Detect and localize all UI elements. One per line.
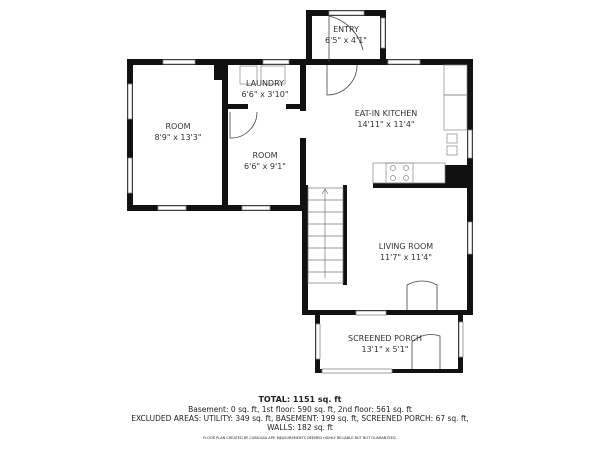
walls: [127, 10, 473, 373]
room-left: ROOM 8'9" x 13'3": [154, 121, 201, 143]
stairs: [307, 187, 344, 284]
floor-areas: Basement: 0 sq. ft, 1st floor: 590 sq. f…: [188, 405, 412, 414]
room-laundry: LAUNDRY 6'6" x 3'10": [241, 78, 288, 100]
doors: [229, 15, 441, 369]
room-size: 6'6" x 9'1": [244, 162, 286, 171]
room-name: LIVING ROOM: [378, 242, 434, 251]
room-size: 11'7" x 11'4": [379, 253, 433, 262]
room-size: 6'6" x 3'10": [241, 90, 289, 99]
room-entry: ENTRY 6'5" x 4'1": [325, 24, 367, 46]
kitchen-fixtures: [239, 64, 468, 184]
room-middle: ROOM 6'6" x 9'1": [244, 150, 286, 172]
walls-area: WALLS: 182 sq. ft: [267, 423, 333, 432]
disclaimer: FLOOR PLAN CREATED BY CUBICASA APP. MEAS…: [203, 436, 397, 440]
windows: [127, 10, 473, 374]
room-kitchen: EAT-IN KITCHEN 14'11" x 11'4": [355, 108, 418, 130]
room-name: ROOM: [252, 151, 278, 160]
room-name: ENTRY: [333, 25, 359, 34]
room-living: LIVING ROOM 11'7" x 11'4": [379, 241, 433, 263]
room-size: 8'9" x 13'3": [154, 133, 202, 142]
excluded-areas: EXCLUDED AREAS: UTILITY: 349 sq. ft, BAS…: [131, 414, 469, 423]
room-size: 13'1" x 5'1": [361, 345, 409, 354]
room-name: ROOM: [165, 122, 191, 131]
room-porch: SCREENED PORCH 13'1" x 5'1": [348, 333, 422, 355]
room-name: LAUNDRY: [245, 79, 285, 88]
total-area: TOTAL: 1151 sq. ft: [258, 395, 342, 404]
room-name: EAT-IN KITCHEN: [354, 109, 418, 118]
room-size: 6'5" x 4'1": [325, 36, 367, 45]
room-name: SCREENED PORCH: [348, 334, 422, 343]
room-size: 14'11" x 11'4": [357, 120, 415, 129]
